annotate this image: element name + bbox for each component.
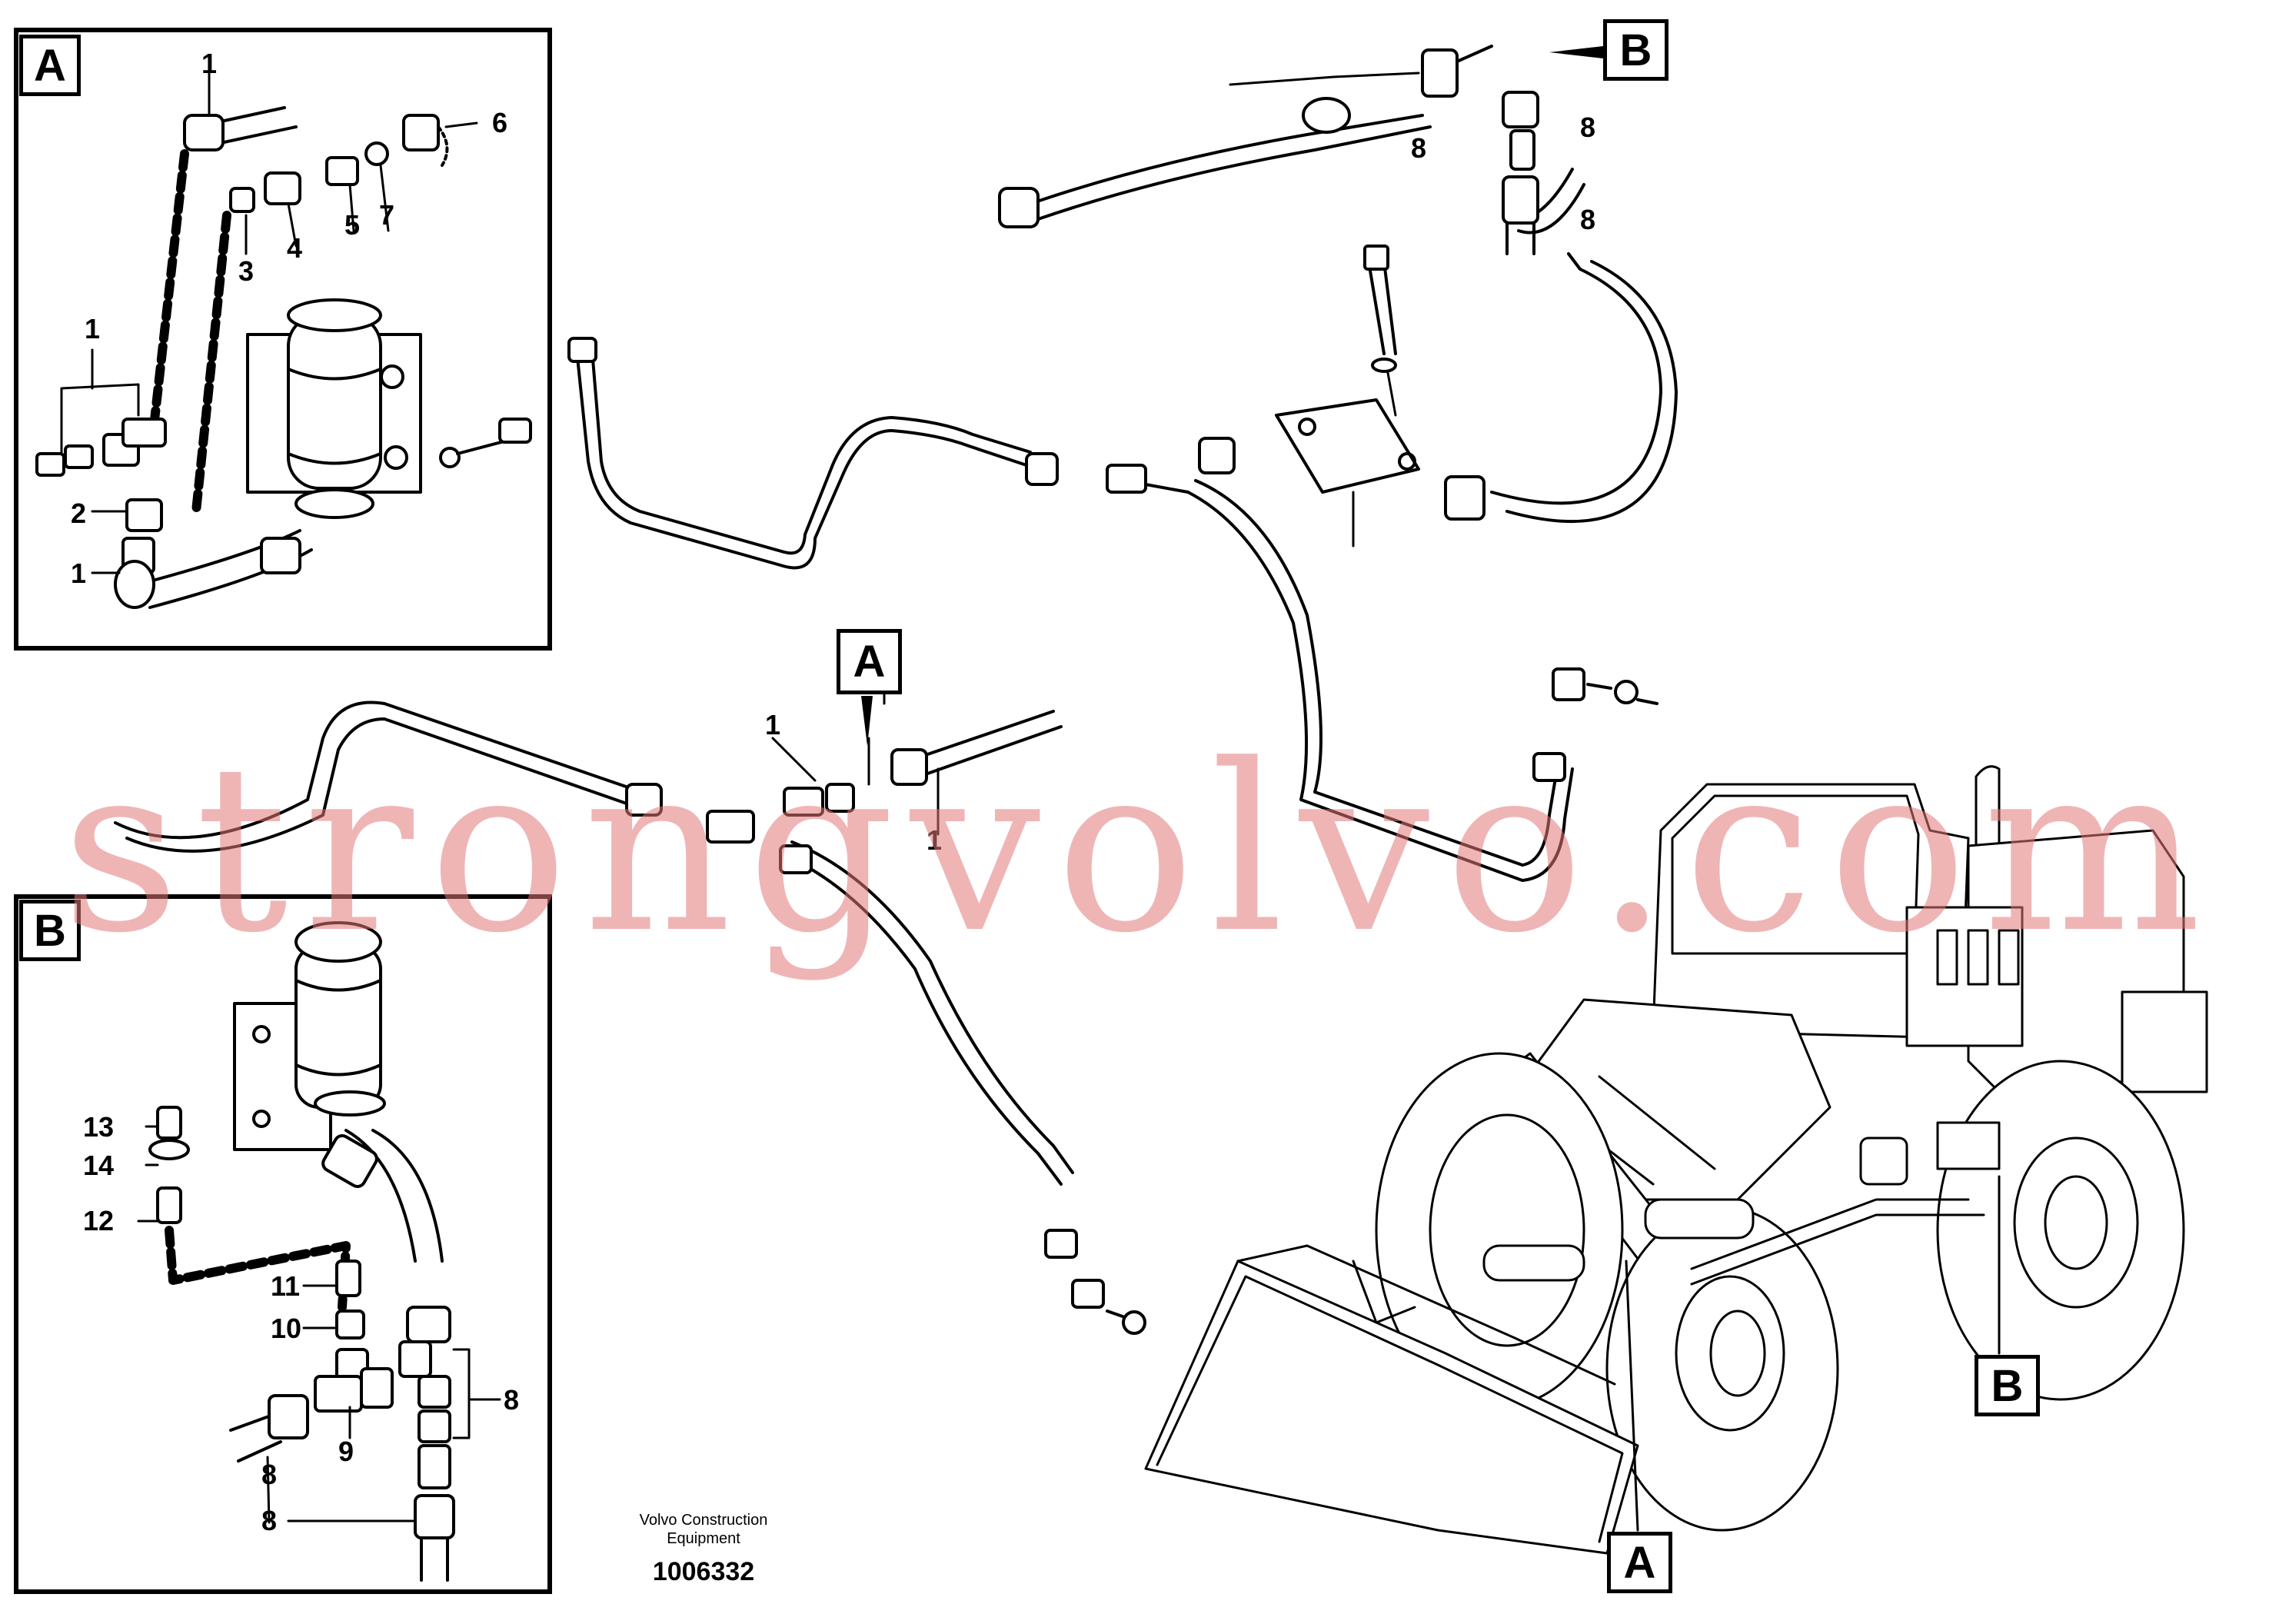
publisher-caption: Volvo Construction Equipment <box>607 1511 800 1548</box>
inset-b-label-13: 13 <box>83 1111 115 1143</box>
main-tag-b-bottom: B <box>1975 1355 2040 1416</box>
inset-a-label-2: 2 <box>71 498 87 529</box>
inset-a-label-6: 6 <box>492 107 508 138</box>
inset-a-label-1-bottom: 1 <box>71 557 87 589</box>
inset-a-label-1-top: 1 <box>201 48 218 79</box>
main-tag-b-top: B <box>1603 19 1668 81</box>
inset-a-label-7: 7 <box>379 199 395 231</box>
hose-routing <box>114 45 1678 1335</box>
tag-pointers <box>861 46 1603 746</box>
inset-a-label-4: 4 <box>287 232 303 264</box>
publisher-line-1: Volvo Construction <box>639 1512 768 1529</box>
publisher-line-2: Equipment <box>667 1530 740 1547</box>
inset-b-label-8-left: 8 <box>261 1459 278 1490</box>
main-tag-a-top: A <box>837 629 902 694</box>
inset-b-label-8-bottom: 8 <box>261 1505 278 1536</box>
inset-b-label-10: 10 <box>271 1313 302 1344</box>
main-label-8-upper: 8 <box>1411 132 1427 164</box>
inset-a-label-1-mid: 1 <box>85 313 101 344</box>
main-label-1-right: 1 <box>927 824 943 856</box>
arrow-b-pointer <box>1549 46 1603 58</box>
figure-number: 1006332 <box>652 1557 755 1586</box>
inset-a-label-5: 5 <box>344 209 361 241</box>
inset-b-label-12: 12 <box>83 1205 115 1236</box>
inset-b-label-11: 11 <box>271 1270 301 1302</box>
inset-b-label-8-right: 8 <box>504 1384 520 1416</box>
inset-b-tag: B <box>19 900 81 961</box>
main-label-8-right-2: 8 <box>1580 204 1596 235</box>
inset-b-label-9: 9 <box>338 1436 354 1467</box>
main-tag-a-bottom: A <box>1607 1532 1672 1593</box>
main-label-8-right-1: 8 <box>1580 111 1596 143</box>
inset-a-label-3: 3 <box>238 255 255 287</box>
main-label-1-left: 1 <box>765 709 781 740</box>
inset-b-label-14: 14 <box>83 1150 115 1181</box>
arrow-a-pointer <box>861 696 873 746</box>
inset-a-tag: A <box>19 35 81 96</box>
wheel-loader-drawing <box>1144 765 2208 1555</box>
